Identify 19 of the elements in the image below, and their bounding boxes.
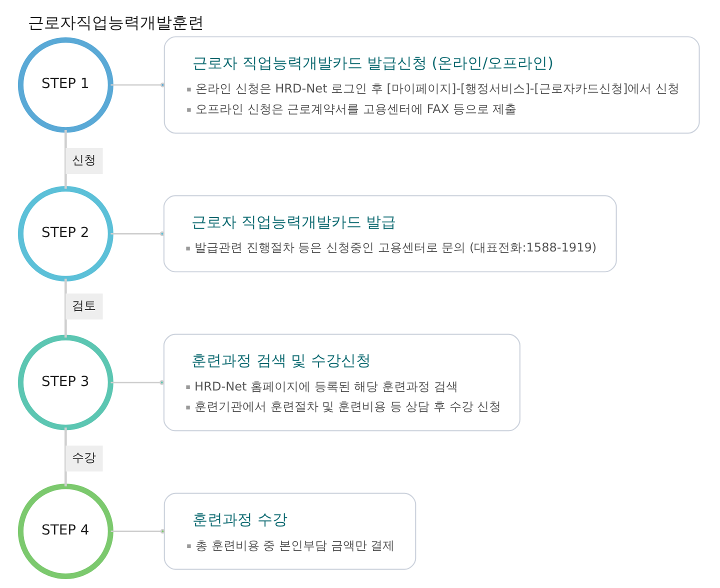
edge-label: 수강 bbox=[72, 450, 96, 465]
node-circle: STEP 4 bbox=[18, 484, 114, 580]
node-box: 근로자 직업능력개발카드 발급신청 (온라인/오프라인) 온라인 신청은 HRD-Net 로그인 후 [마이페이지]-[행정서비스]-[근로자카드신청]에서 신청 오프라인 신청은 근로계약서를 고용센터에 FAX 등으로 제출 bbox=[164, 36, 700, 134]
connector bbox=[110, 82, 166, 88]
diagram-title: 근로자직업능력개발훈련 bbox=[28, 13, 204, 32]
node-box: 근로자 직업능력개발카드 발급 발급관련 진행절차 등은 신청중인 고용센터로 문의 (대표전화:1588-1919) bbox=[163, 195, 617, 272]
connector bbox=[110, 231, 165, 236]
node-circle: STEP 2 bbox=[18, 186, 114, 282]
connector bbox=[110, 380, 164, 385]
node-box: 훈련과정 수강 총 훈련비용 중 본인부담 금액만 결제 bbox=[164, 492, 416, 570]
node-circle: STEP 3 bbox=[18, 334, 114, 430]
node-circle: STEP 1 bbox=[18, 37, 114, 133]
edge-label: 신청 bbox=[72, 153, 96, 168]
connector bbox=[110, 528, 166, 534]
connector bbox=[64, 428, 67, 486]
node-box: 훈련과정 검색 및 수강신청 HRD-Net 홈페이지에 등록된 해당 훈련과정 검색 훈련기관에서 훈련절차 및 훈련비용 등 상담 후 수강 신청 bbox=[163, 334, 520, 432]
connector bbox=[64, 130, 67, 189]
connector bbox=[64, 278, 67, 338]
edge-label: 검토 bbox=[72, 298, 96, 313]
